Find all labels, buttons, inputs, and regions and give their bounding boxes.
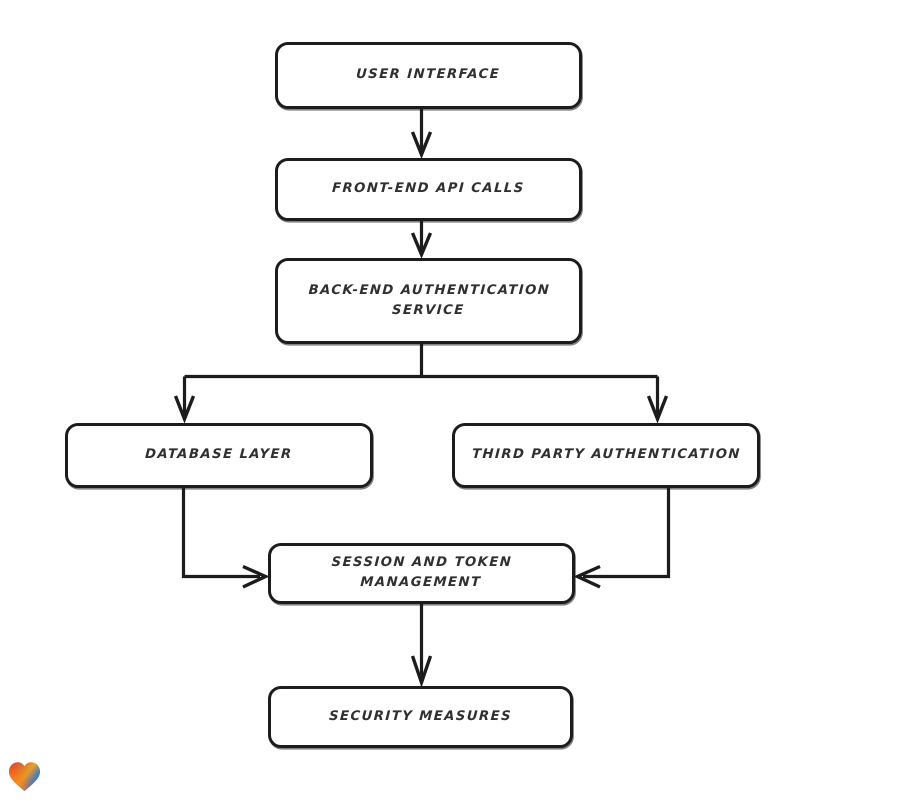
node-front-end-api-calls[interactable]: Front-End API Calls [275,158,582,221]
node-label-database-layer: Database Layer [144,447,294,463]
connector-backend-to-database [173,376,196,424]
connector-session-to-security [410,604,433,688]
connector-database-to-session [181,488,270,589]
connector-backend-split [184,344,658,379]
node-back-end-authentication-service[interactable]: Back-End Authentication Service [275,258,582,344]
connector-thirdparty-to-session [573,488,671,589]
connector-ui-to-api [410,109,433,160]
node-label-security-measures: Security Measures [328,708,513,724]
node-label-third-party-authentication: Third Party Authentication [471,447,741,463]
node-database-layer[interactable]: Database Layer [65,423,373,488]
connector-api-to-backend [410,221,433,259]
node-security-measures[interactable]: Security Measures [268,686,573,748]
node-label-back-end-authentication-service: Back-End Authentication Service [307,282,551,318]
node-label-front-end-api-calls: Front-End API Calls [331,181,526,197]
heart-icon [8,762,41,792]
node-label-user-interface: User Interface [356,67,501,83]
node-user-interface[interactable]: User Interface [275,42,582,109]
connector-backend-to-thirdparty [646,376,669,424]
node-session-and-token-management[interactable]: Session and Token Management [268,543,575,604]
node-third-party-authentication[interactable]: Third Party Authentication [452,423,760,488]
node-label-session-and-token-management: Session and Token Management [331,555,513,591]
